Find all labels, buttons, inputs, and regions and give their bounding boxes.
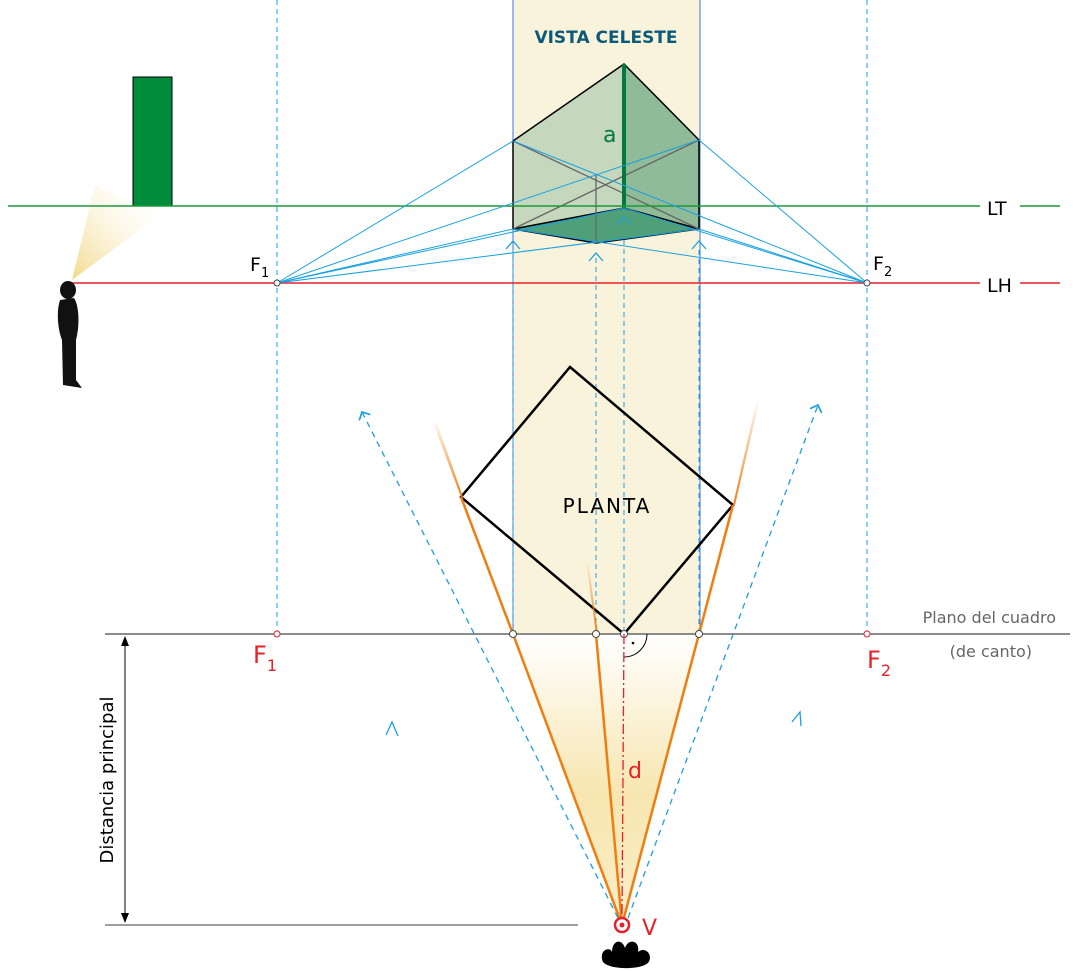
visual-rays <box>459 496 735 926</box>
f1-point <box>273 279 281 287</box>
lt-label: LT <box>987 198 1007 220</box>
f2-point <box>863 279 871 287</box>
viewpoint-label: V <box>642 916 657 941</box>
right-angle-mark <box>623 633 648 658</box>
plan-label: PLANTA <box>563 494 652 518</box>
up-arrows <box>505 216 707 262</box>
view-title: VISTA CELESTE <box>534 28 677 48</box>
picture-plane-label: Plano del cuadro <box>923 608 1056 627</box>
visual-cone <box>513 634 699 925</box>
height-label: a <box>603 123 616 148</box>
distance-symbol: d <box>628 759 642 784</box>
f2-label: F2 <box>873 253 892 280</box>
observer-top-icon <box>601 941 650 969</box>
picture-plane-note: (de canto) <box>950 642 1032 661</box>
green-block <box>132 76 173 207</box>
principal-distance-label: Distancia principal <box>97 697 118 864</box>
light-beam <box>72 185 160 280</box>
parallel-rays <box>362 405 818 919</box>
f1-label: F1 <box>250 254 269 281</box>
person-silhouette-icon <box>57 281 82 388</box>
plane-points <box>509 630 703 638</box>
distance-line <box>621 633 625 915</box>
f1-plan-label: F1 <box>253 641 277 675</box>
lh-label: LH <box>987 275 1012 297</box>
projection-verticals <box>276 0 868 634</box>
vanishing-lines <box>276 139 868 284</box>
f2-plan-label: F2 <box>867 646 891 680</box>
